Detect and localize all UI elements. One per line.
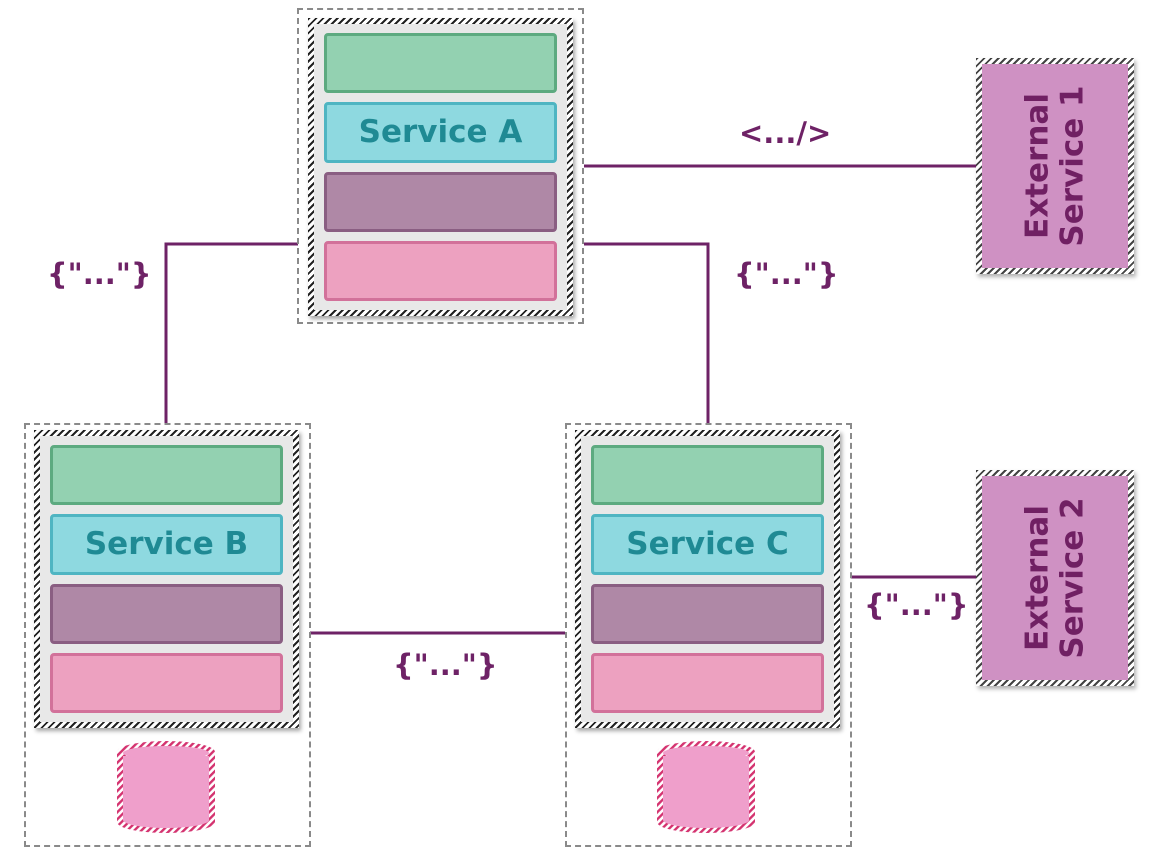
service-c-box[interactable]: Service C [575,430,840,728]
service-a-layer-1 [324,33,557,94]
connector-a-c [584,242,710,424]
protocol-label-c-ext2: {"..."} [864,588,969,622]
external-service-2[interactable]: External Service 2 [976,470,1134,686]
external-service-1-line2: Service 1 [1054,85,1090,247]
protocol-label-a-ext1: <.../> [739,116,832,150]
external-service-1[interactable]: External Service 1 [976,58,1134,274]
external-service-1-line1: External [1019,93,1056,239]
protocol-label-a-b: {"..."} [47,257,152,291]
service-b-layer-2: Service B [50,514,283,575]
service-b-container [24,423,311,847]
service-c-database-icon [657,741,755,833]
service-a-layer-2: Service A [324,102,557,163]
service-a-label: Service A [358,114,523,151]
service-c-layer-3 [591,583,824,644]
external-service-2-line1: External [1019,505,1056,651]
service-a-box[interactable]: Service A [308,18,573,316]
external-service-2-label: External Service 2 [1019,497,1090,659]
service-b-layer-3 [50,583,283,644]
service-a-layer-3 [324,171,557,232]
service-c-container [565,423,852,847]
service-c-layer-1 [591,445,824,506]
service-b-database-icon [117,741,215,833]
protocol-label-b-c: {"..."} [393,648,498,682]
service-b-layer-1 [50,445,283,506]
service-a-layer-4 [324,240,557,301]
service-b-box[interactable]: Service B [34,430,299,728]
service-c-layer-2: Service C [591,514,824,575]
service-b-label: Service B [84,526,249,563]
service-c-layer-4 [591,652,824,713]
protocol-label-a-c: {"..."} [734,257,839,291]
service-c-label: Service C [626,526,789,563]
service-b-layer-4 [50,652,283,713]
connector-a-b [164,242,298,424]
external-service-1-label: External Service 1 [1019,85,1090,247]
external-service-2-line2: Service 2 [1054,497,1090,659]
service-a-container [297,8,584,324]
